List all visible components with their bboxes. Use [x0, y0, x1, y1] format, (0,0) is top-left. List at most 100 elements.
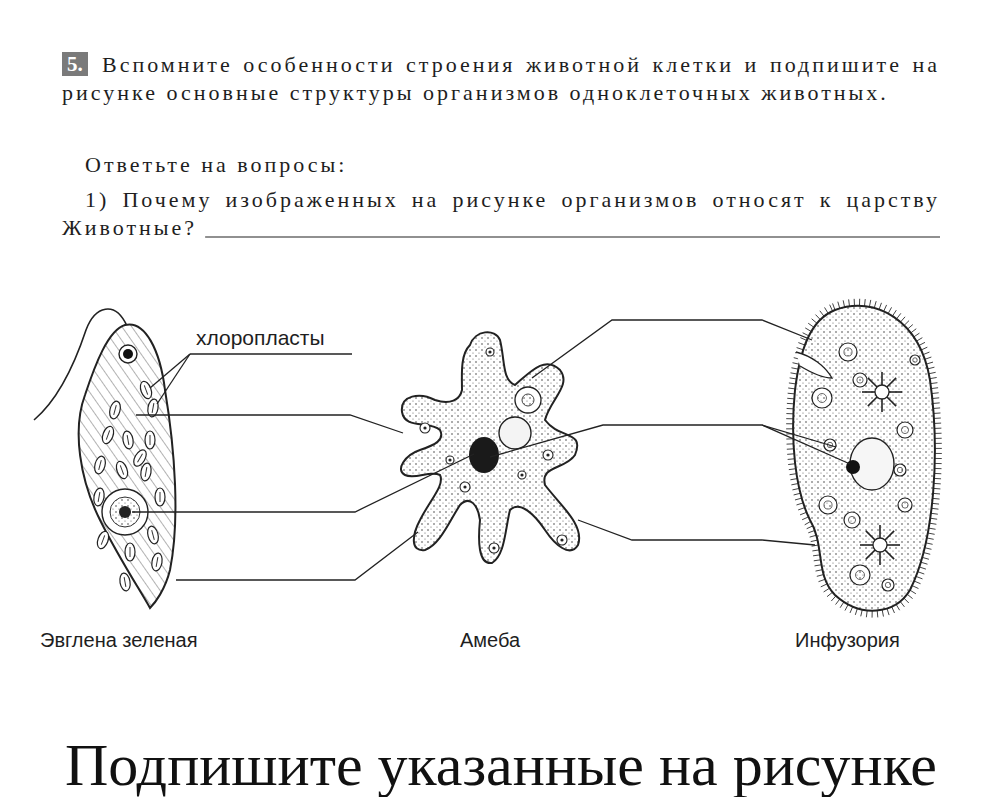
chloroplast-outline [155, 488, 165, 506]
chloroplast [125, 543, 135, 561]
small-vacuole [486, 348, 494, 356]
cilium [787, 403, 794, 404]
cilium [869, 300, 870, 307]
cilium [934, 478, 941, 479]
cilium [831, 596, 836, 601]
vacuole-content [448, 458, 451, 461]
cilium [825, 307, 829, 313]
small-vacuole [420, 423, 430, 433]
food-particle [856, 571, 865, 580]
chloroplast-stroma [152, 530, 155, 540]
cilium [791, 484, 798, 485]
chloroplast [93, 487, 106, 506]
small-vacuole [460, 482, 470, 492]
organism-name: Инфузория [795, 628, 900, 652]
leader-line [132, 454, 474, 512]
cilium [819, 579, 826, 581]
cilium [810, 535, 817, 537]
vacuole-canal [885, 550, 894, 559]
leader-line [532, 320, 812, 378]
cilium [929, 372, 936, 373]
vacuole-canal [868, 378, 877, 387]
chloroplast-stroma [124, 577, 126, 587]
task-number: 5. [62, 52, 88, 76]
cilium [836, 599, 840, 605]
chloroplast [145, 431, 155, 449]
cilium [892, 310, 896, 316]
vacuole-canal [866, 531, 875, 540]
organism-name: Эвглена зеленая [40, 628, 198, 652]
food-vacuole [850, 565, 870, 585]
cilium [812, 550, 819, 551]
vacuole-canal [887, 378, 896, 387]
chloroplast-outline [108, 400, 122, 420]
euglena-body [79, 324, 176, 608]
cilium [874, 301, 876, 308]
food-vacuole [839, 343, 857, 361]
cilium [816, 570, 823, 571]
infusoria-body [793, 306, 935, 611]
chloroplast-stroma [156, 557, 158, 567]
cilium [786, 413, 793, 414]
chloroplast-stroma [99, 460, 102, 470]
contractile-vacuole [875, 385, 889, 399]
label-underline [190, 353, 352, 354]
cilium [808, 323, 814, 327]
micronucleus [846, 460, 860, 474]
cilium [877, 610, 879, 617]
oral-groove [796, 352, 832, 378]
amoeba-body [401, 332, 579, 563]
organism-name: Амеба [460, 628, 520, 652]
cilium [786, 428, 793, 429]
cilium [794, 493, 801, 495]
food-particle [913, 358, 918, 363]
chloroplast [95, 530, 111, 550]
cilium [821, 584, 827, 587]
vacuole-content [463, 485, 466, 488]
cilium [827, 592, 832, 596]
chloroplast-outline [122, 430, 135, 449]
vacuole-canal [866, 550, 875, 559]
cilium [790, 474, 797, 475]
stigma-ring [119, 345, 137, 363]
food-vacuole [819, 496, 837, 514]
cilium [786, 418, 793, 419]
chloroplast-outline [140, 462, 153, 481]
cilium [824, 588, 830, 592]
vacuole-content [546, 453, 549, 456]
vacuole-content [492, 546, 495, 549]
cilium [796, 503, 803, 505]
amoeba-nucleus [469, 437, 499, 473]
chloroplast [155, 488, 165, 506]
chloroplast-stroma [98, 492, 100, 502]
food-particle [857, 377, 863, 383]
questions-heading: Ответьте на вопросы: [85, 151, 347, 179]
food-vacuole [515, 387, 541, 413]
cilium [872, 611, 873, 618]
stigma [123, 349, 133, 359]
contractile-vacuole [873, 538, 887, 552]
cilium [910, 590, 916, 594]
cilium [787, 443, 794, 444]
chloroplast-outline [93, 487, 106, 506]
cilium [798, 508, 805, 510]
cilium [815, 565, 822, 566]
small-vacuole [489, 543, 499, 553]
vacuole-content [423, 426, 426, 429]
chloroplast-outline [151, 552, 164, 571]
chloroplast-outline [100, 425, 116, 445]
cilium [813, 554, 820, 556]
cilium [795, 498, 802, 500]
infusoria-figure [786, 299, 942, 618]
food-vacuole [910, 355, 920, 365]
vacuole-canal [885, 531, 894, 540]
cilium [798, 343, 805, 345]
chloroplast [108, 400, 122, 420]
leader-line [157, 354, 190, 404]
food-particle [522, 394, 534, 406]
food-vacuole [894, 464, 906, 476]
cilium [790, 373, 797, 374]
cilium [933, 498, 940, 500]
cilium [803, 333, 809, 336]
